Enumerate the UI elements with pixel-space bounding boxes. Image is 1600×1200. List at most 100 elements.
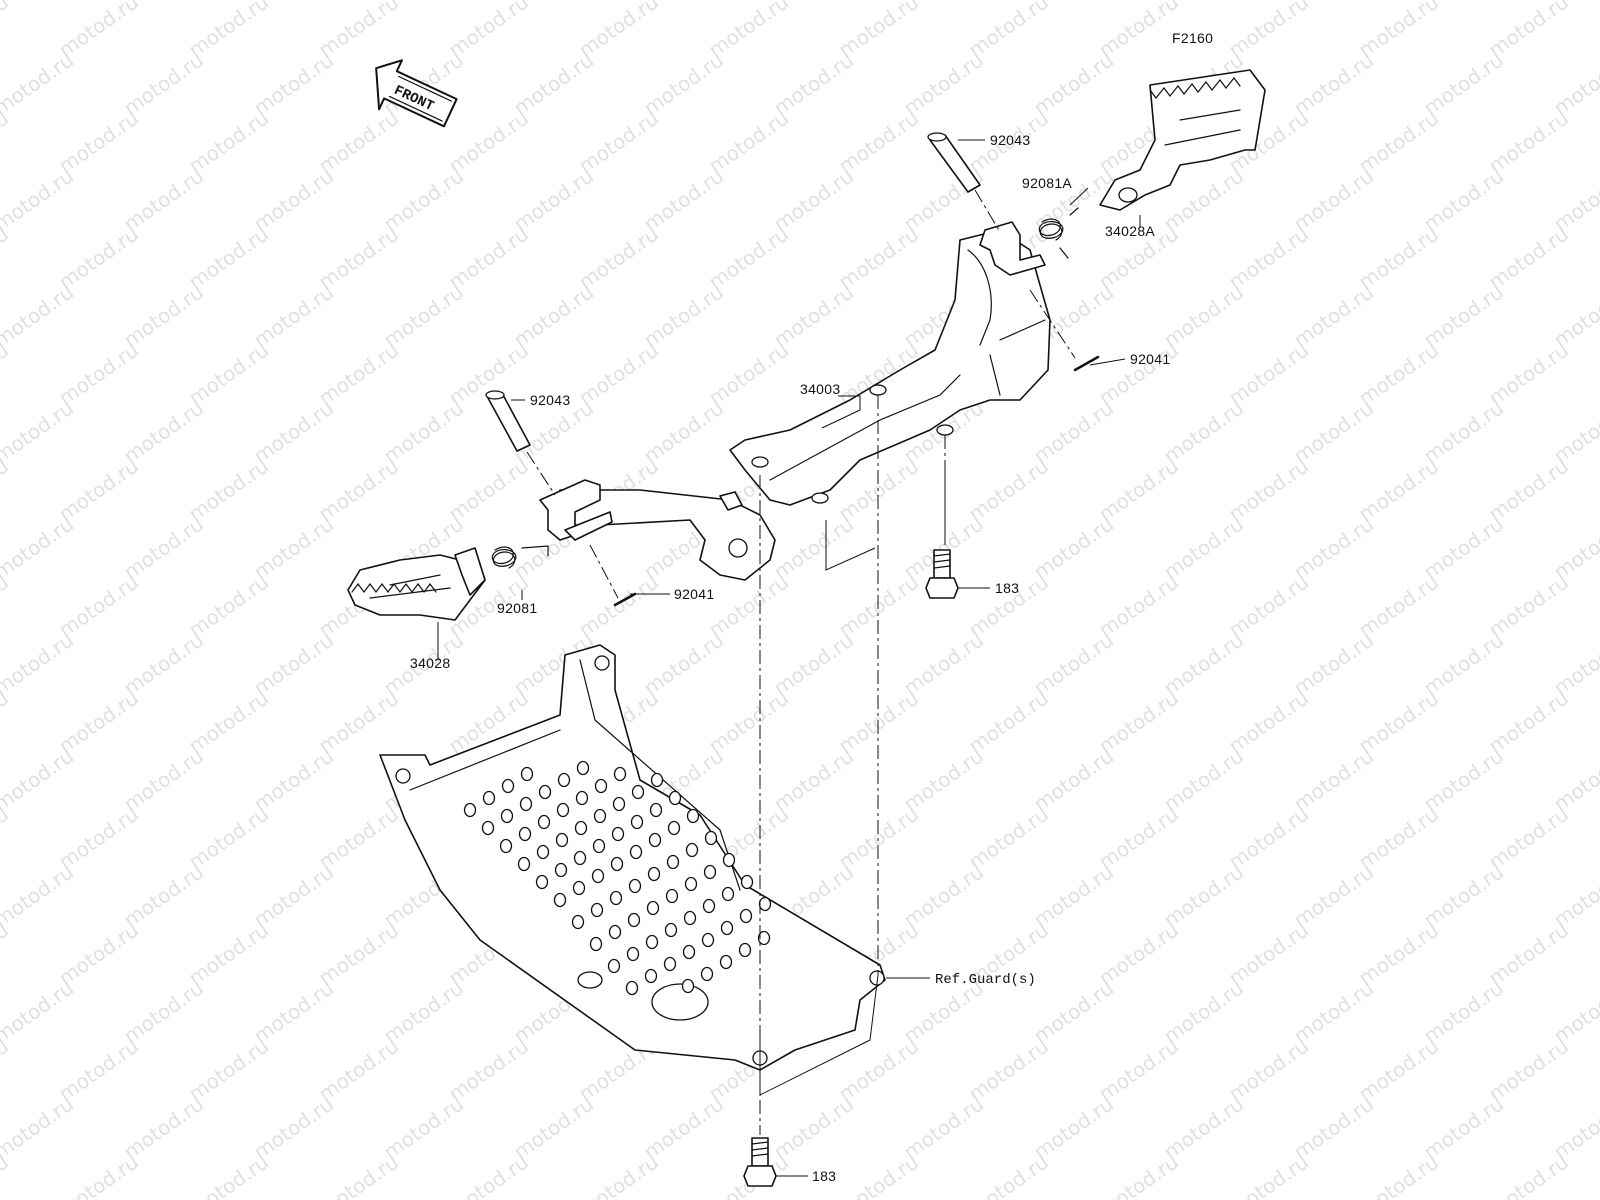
watermark-text: motod.ru xyxy=(1159,976,1248,1048)
watermark-text: motod.ru xyxy=(899,48,988,120)
watermark-text: motod.ru xyxy=(444,1034,533,1106)
watermark-text: motod.ru xyxy=(1354,686,1443,758)
watermark-text: motod.ru xyxy=(54,1150,143,1200)
watermark-text: motod.ru xyxy=(0,744,78,816)
watermark-text: motod.ru xyxy=(249,628,338,700)
vent-hole xyxy=(631,784,645,800)
watermark-text: motod.ru xyxy=(1094,802,1183,874)
watermark-text: motod.ru xyxy=(574,570,663,642)
watermark-text: motod.ru xyxy=(0,860,78,932)
watermark-text: motod.ru xyxy=(1159,860,1248,932)
vent-hole xyxy=(666,854,680,870)
vent-hole xyxy=(499,838,513,854)
vent-hole xyxy=(518,826,532,842)
watermark-text: motod.ru xyxy=(834,1150,923,1200)
watermark-text: motod.ru xyxy=(1484,918,1573,990)
watermark-text: motod.ru xyxy=(314,802,403,874)
watermark-text: motod.ru xyxy=(444,106,533,178)
vent-hole xyxy=(739,908,753,924)
vent-hole xyxy=(572,880,586,896)
watermark-text: motod.ru xyxy=(1289,164,1378,236)
watermark-text: motod.ru xyxy=(119,48,208,120)
vent-hole xyxy=(703,864,717,880)
vent-hole xyxy=(757,930,771,946)
watermark-text: motod.ru xyxy=(1289,280,1378,352)
watermark-text: motod.ru xyxy=(704,338,793,410)
vent-hole xyxy=(575,790,589,806)
vent-hole xyxy=(535,874,549,890)
watermark-text: motod.ru xyxy=(314,454,403,526)
watermark-text: motod.ru xyxy=(834,1034,923,1106)
watermark-text: motod.ru xyxy=(1419,48,1508,120)
watermark-text: motod.ru xyxy=(509,280,598,352)
spring-right xyxy=(1038,207,1079,259)
footpeg-right xyxy=(1099,69,1266,211)
watermark-text: motod.ru xyxy=(0,222,13,294)
watermark-text: motod.ru xyxy=(1029,976,1118,1048)
vent-hole xyxy=(610,856,624,872)
vent-hole xyxy=(589,936,603,952)
watermark-text: motod.ru xyxy=(1094,918,1183,990)
vent-hole xyxy=(663,956,677,972)
watermark-text: motod.ru xyxy=(834,570,923,642)
watermark-text: motod.ru xyxy=(379,164,468,236)
watermark-text: motod.ru xyxy=(184,222,273,294)
vent-hole xyxy=(628,878,642,894)
watermark-text: motod.ru xyxy=(1484,454,1573,526)
spring-left xyxy=(491,545,549,569)
watermark-text: motod.ru xyxy=(0,280,78,352)
vent-hole xyxy=(608,924,622,940)
label-pin-left: 92043 xyxy=(530,392,570,408)
watermark-text: motod.ru xyxy=(444,454,533,526)
watermark-text: motod.ru xyxy=(444,222,533,294)
watermark-text: motod.ru xyxy=(1159,396,1248,468)
vent-hole xyxy=(591,868,605,884)
watermark-text: motod.ru xyxy=(0,106,13,178)
watermark-text: motod.ru xyxy=(119,396,208,468)
watermark-text: motod.ru xyxy=(639,1092,728,1164)
vent-hole-grid xyxy=(463,760,772,996)
vent-hole xyxy=(722,852,736,868)
watermark-text: motod.ru xyxy=(314,1150,403,1200)
watermark-text: motod.ru xyxy=(1159,512,1248,584)
watermark-text: motod.ru xyxy=(184,1034,273,1106)
watermark-text: motod.ru xyxy=(1354,1034,1443,1106)
vent-hole xyxy=(646,900,660,916)
watermark-text: motod.ru xyxy=(704,106,793,178)
watermark-text: motod.ru xyxy=(184,570,273,642)
watermark-text: motod.ru xyxy=(1484,570,1573,642)
footpeg-left xyxy=(347,547,486,621)
vent-hole xyxy=(574,820,588,836)
vent-hole xyxy=(609,890,623,906)
vent-hole xyxy=(612,796,626,812)
watermark-text: motod.ru xyxy=(639,48,728,120)
watermark-text: motod.ru xyxy=(0,512,78,584)
watermark-text: motod.ru xyxy=(184,338,273,410)
watermark-text: motod.ru xyxy=(899,1092,988,1164)
watermark-text: motod.ru xyxy=(769,512,858,584)
watermark-text: motod.ru xyxy=(899,744,988,816)
vent-hole xyxy=(644,968,658,984)
watermark-text: motod.ru xyxy=(249,860,338,932)
watermark-text: motod.ru xyxy=(54,454,143,526)
watermark-text: motod.ru xyxy=(54,1034,143,1106)
vent-hole xyxy=(702,898,716,914)
label-bolt-lower: 183 xyxy=(812,1168,836,1184)
watermark-text: motod.ru xyxy=(0,686,13,758)
vent-hole xyxy=(758,896,772,912)
vent-hole xyxy=(571,914,585,930)
vent-hole xyxy=(719,954,733,970)
watermark-text: motod.ru xyxy=(249,744,338,816)
vent-hole xyxy=(740,874,754,890)
watermark-text: motod.ru xyxy=(1029,512,1118,584)
watermark-text: motod.ru xyxy=(184,802,273,874)
watermark-text: motod.ru xyxy=(1419,1092,1508,1164)
watermark-text: motod.ru xyxy=(1354,454,1443,526)
watermark-text: motod.ru xyxy=(1354,570,1443,642)
watermark-text: motod.ru xyxy=(1289,396,1378,468)
watermark-text: motod.ru xyxy=(964,454,1053,526)
watermark-text: motod.ru xyxy=(54,802,143,874)
watermark-text: motod.ru xyxy=(0,918,13,990)
watermark-text: motod.ru xyxy=(119,744,208,816)
watermark-text: motod.ru xyxy=(1419,396,1508,468)
